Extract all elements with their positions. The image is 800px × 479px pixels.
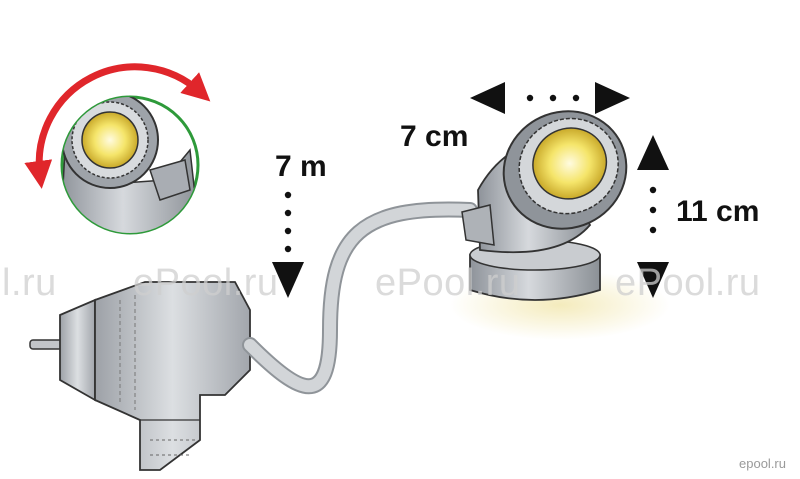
power-plug: [29, 281, 251, 471]
height-label: 11 cm: [676, 195, 760, 228]
watermark-3: ePool.ru: [375, 262, 521, 304]
corner-watermark: epool.ru: [739, 456, 786, 471]
watermark-4: ePool.ru: [615, 262, 761, 304]
watermark-2: ePool.ru: [133, 262, 279, 304]
rotation-arrow: [24, 63, 211, 189]
spotlight: [450, 110, 670, 340]
inset-lamp-closeup: [62, 97, 198, 233]
watermark-1: l.ru: [2, 262, 57, 304]
plug-body: [94, 281, 251, 471]
width-label: 7 cm: [400, 120, 469, 153]
lens: [532, 127, 608, 200]
rotation-inset: [24, 63, 211, 235]
height-arrow: [637, 135, 669, 298]
width-arrow: [470, 82, 630, 114]
cable-entry: [461, 204, 495, 246]
cable-length-label: 7 m: [275, 150, 327, 183]
cable: [244, 203, 476, 393]
cable-length-arrow: [272, 191, 304, 298]
